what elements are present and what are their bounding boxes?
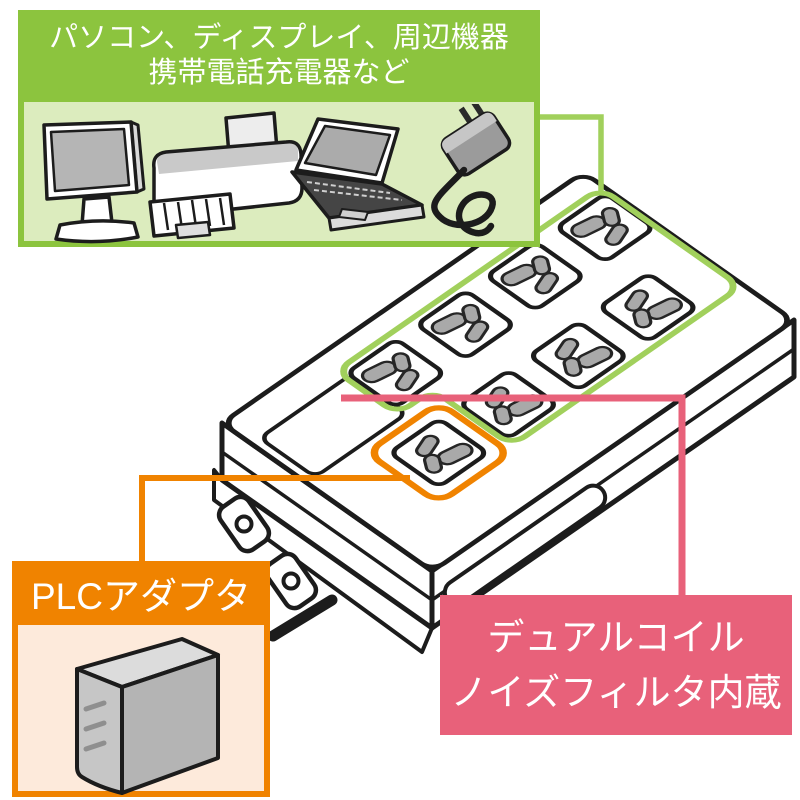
- devices-box-title-line1: パソコン、ディスプレイ、周辺機器: [49, 22, 509, 54]
- plc-box-header: PLCアダプタ: [12, 561, 270, 625]
- device-illustrations: [42, 104, 512, 244]
- green-outlet-group-outline: [340, 190, 737, 443]
- mounting-ear: [263, 551, 319, 611]
- screw-hole-icon: [234, 514, 254, 534]
- plc-callout-box: PLCアダプタ: [12, 561, 270, 797]
- pink-callout-line: [341, 394, 686, 596]
- plc-box-title: PLCアダプタ: [31, 576, 251, 617]
- noise-filter-callout-box: デュアルコイル ノイズフィルタ内蔵: [440, 595, 792, 735]
- screw-hole-icon: [281, 571, 301, 591]
- ac-adapter-icon: [431, 104, 512, 237]
- mounting-ear: [216, 494, 272, 554]
- devices-box-title-line2: 携帯電話充電器など: [148, 57, 410, 89]
- noise-filter-line2: ノイズフィルタ内蔵: [450, 672, 782, 713]
- laptop-icon: [290, 117, 426, 232]
- green-callout-line: [540, 114, 604, 191]
- devices-box-header: パソコン、ディスプレイ、周辺機器 携帯電話充電器など: [18, 10, 540, 102]
- orange-callout-line: [139, 475, 410, 561]
- devices-callout-box: パソコン、ディスプレイ、周辺機器 携帯電話充電器など: [18, 10, 540, 247]
- noise-filter-line1: デュアルコイル: [487, 617, 745, 658]
- monitor-icon: [42, 120, 146, 244]
- plc-adapter-icon: [75, 637, 220, 795]
- printer-icon: [148, 111, 304, 240]
